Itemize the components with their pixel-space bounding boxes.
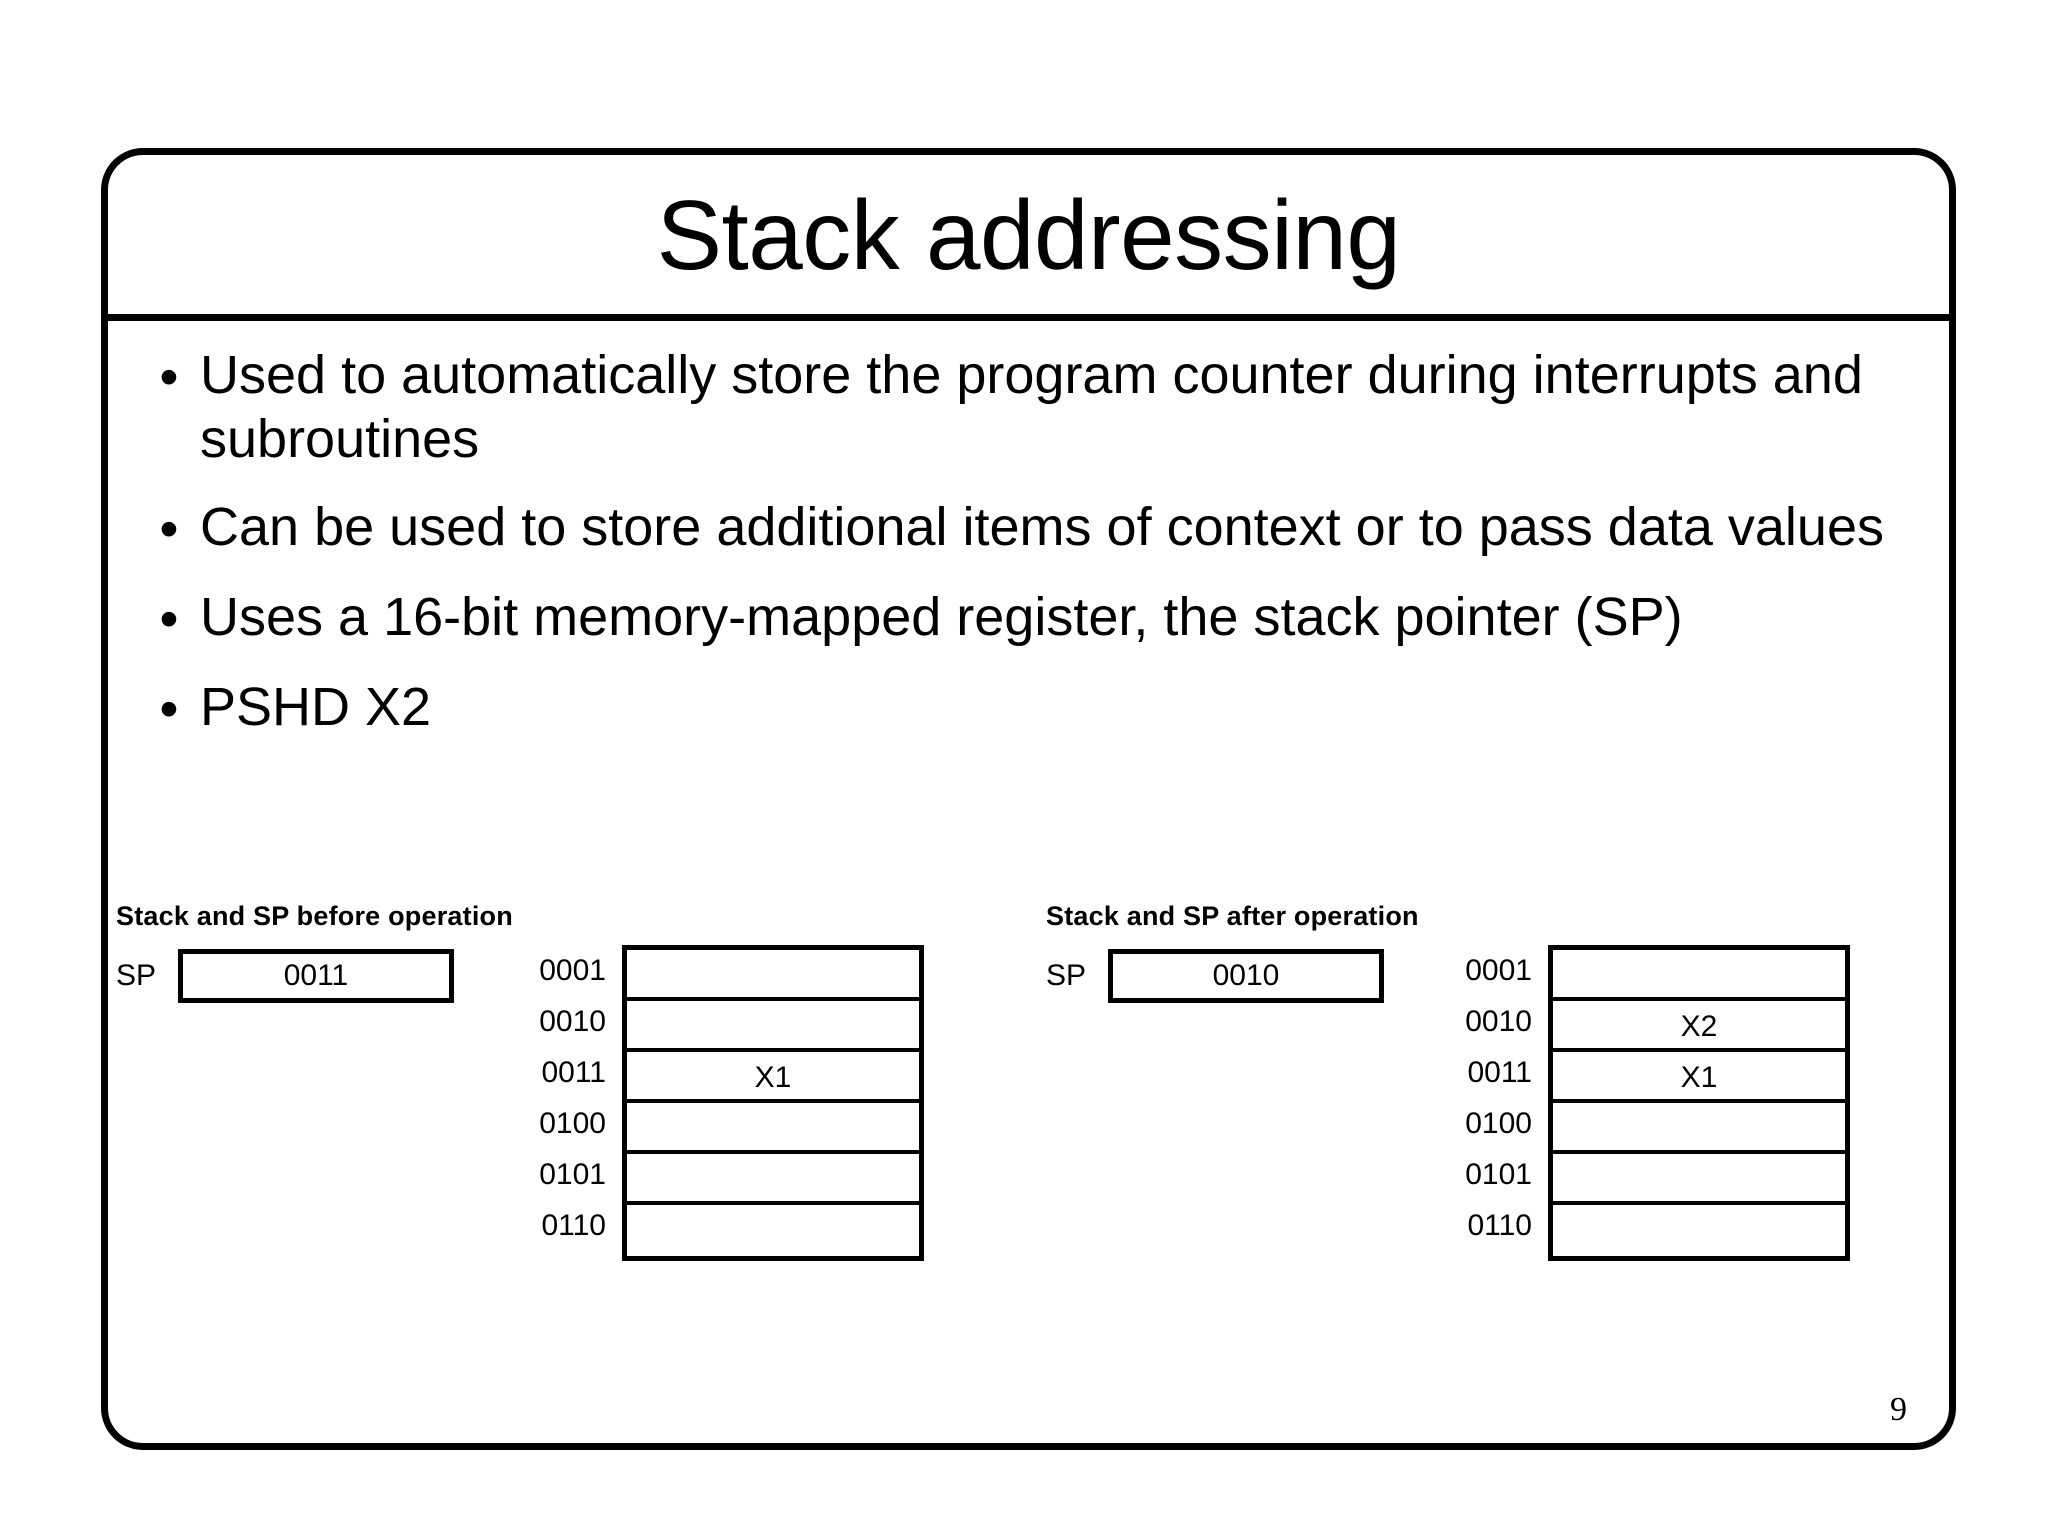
sp-value-box: 0010 <box>1108 949 1384 1003</box>
page-title: Stack addressing <box>656 179 1401 290</box>
address-label: 0001 <box>539 954 606 987</box>
list-item: • PSHD X2 <box>138 675 1938 741</box>
stack-pointer-before: SP 0011 <box>116 949 454 1003</box>
address-label: 0001 <box>1465 954 1532 987</box>
panel-heading-before: Stack and SP before operation <box>116 901 513 931</box>
bullet-icon: • <box>159 347 179 407</box>
stack-pointer-after: SP 0010 <box>1046 949 1384 1003</box>
memory-cell-column: X2 X1 <box>1548 945 1850 1261</box>
memory-table-after: 0001 0010 0011 0100 0101 0110 X2 X1 <box>1428 945 1850 1261</box>
memory-cell <box>627 950 919 1001</box>
stack-panel-before: Stack and SP before operation SP 0011 00… <box>102 901 1002 1361</box>
memory-cell <box>1553 1205 1845 1256</box>
memory-cell <box>1553 1103 1845 1154</box>
memory-cell <box>1553 950 1845 1001</box>
bullet-list: • Used to automatically store the progra… <box>138 343 1938 765</box>
address-label: 0011 <box>541 1056 606 1089</box>
sp-label: SP <box>116 959 157 992</box>
memory-cell: X1 <box>627 1052 919 1103</box>
bullet-text: Can be used to store additional items of… <box>200 497 1884 557</box>
address-label: 0110 <box>1467 1209 1532 1242</box>
memory-cell <box>627 1154 919 1205</box>
address-label: 0100 <box>539 1107 606 1140</box>
memory-cell: X2 <box>1553 1001 1845 1052</box>
address-column: 0001 0010 0011 0100 0101 0110 <box>502 945 606 1251</box>
panel-heading-after: Stack and SP after operation <box>1046 901 1419 931</box>
memory-table-before: 0001 0010 0011 0100 0101 0110 X1 <box>502 945 924 1261</box>
bullet-text: PSHD X2 <box>200 677 432 737</box>
slide-body: • Used to automatically store the progra… <box>108 321 1949 1443</box>
list-item: • Can be used to store additional items … <box>138 495 1938 561</box>
bullet-icon: • <box>159 679 179 739</box>
memory-cell <box>1553 1154 1845 1205</box>
memory-cell <box>627 1103 919 1154</box>
stack-panel-after: Stack and SP after operation SP 0010 000… <box>1032 901 1932 1361</box>
bullet-icon: • <box>159 499 179 559</box>
address-column: 0001 0010 0011 0100 0101 0110 <box>1428 945 1532 1251</box>
stack-diagram: Stack and SP before operation SP 0011 00… <box>108 901 1949 1361</box>
bullet-icon: • <box>159 589 179 649</box>
address-label: 0101 <box>1465 1158 1532 1191</box>
address-label: 0010 <box>1465 1005 1532 1038</box>
page-number: 9 <box>1890 1391 1907 1428</box>
list-item: • Uses a 16-bit memory-mapped register, … <box>138 585 1938 651</box>
sp-label: SP <box>1046 959 1087 992</box>
slide-frame: Stack addressing • Used to automatically… <box>101 148 1956 1450</box>
address-label: 0011 <box>1467 1056 1532 1089</box>
bullet-text: Uses a 16-bit memory-mapped register, th… <box>200 587 1683 647</box>
address-label: 0110 <box>541 1209 606 1242</box>
sp-value-box: 0011 <box>178 949 454 1003</box>
address-label: 0100 <box>1465 1107 1532 1140</box>
address-label: 0101 <box>539 1158 606 1191</box>
memory-cell <box>627 1001 919 1052</box>
address-label: 0010 <box>539 1005 606 1038</box>
slide-title-bar: Stack addressing <box>108 155 1949 321</box>
memory-cell-column: X1 <box>622 945 924 1261</box>
memory-cell <box>627 1205 919 1256</box>
list-item: • Used to automatically store the progra… <box>138 343 1938 471</box>
memory-cell: X1 <box>1553 1052 1845 1103</box>
bullet-text: Used to automatically store the program … <box>200 345 1863 469</box>
